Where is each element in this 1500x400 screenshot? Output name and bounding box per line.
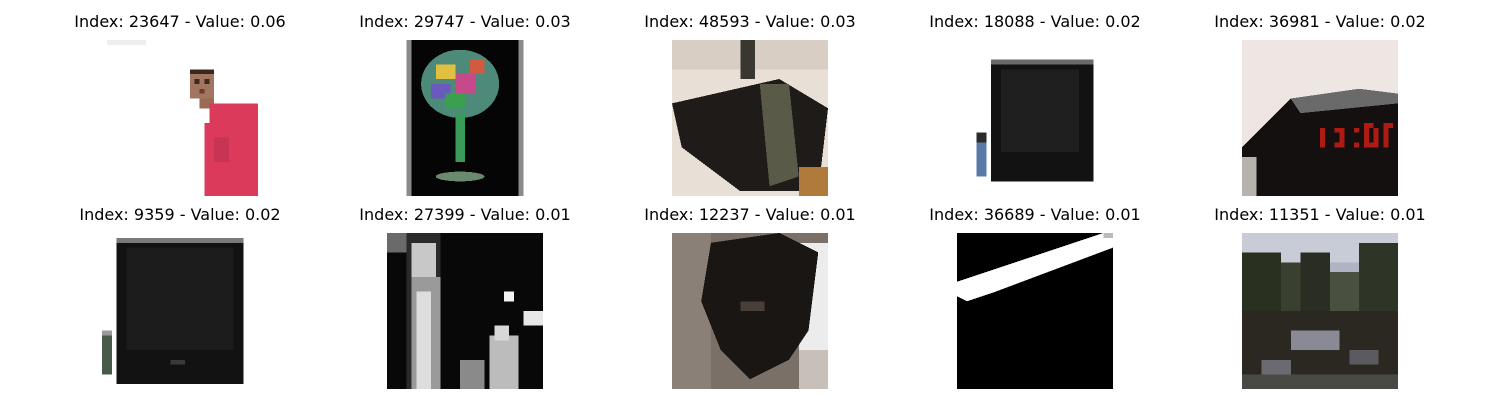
panel-image — [102, 40, 258, 196]
panel-image — [957, 40, 1113, 196]
image-panel: Index: 11351 - Value: 0.01 — [1200, 205, 1440, 395]
panel-image — [387, 233, 543, 389]
panel-title: Index: 29747 - Value: 0.03 — [359, 12, 571, 31]
image-panel: Index: 36689 - Value: 0.01 — [915, 205, 1155, 395]
panel-title: Index: 27399 - Value: 0.01 — [359, 205, 571, 224]
panel-image — [672, 40, 828, 196]
panel-image — [102, 233, 258, 389]
image-panel: Index: 29747 - Value: 0.03 — [345, 12, 585, 202]
panel-title: Index: 48593 - Value: 0.03 — [644, 12, 856, 31]
panel-image — [1242, 233, 1398, 389]
panel-title: Index: 12237 - Value: 0.01 — [644, 205, 856, 224]
panel-title: Index: 11351 - Value: 0.01 — [1214, 205, 1426, 224]
panel-title: Index: 23647 - Value: 0.06 — [74, 12, 286, 31]
image-panel: Index: 18088 - Value: 0.02 — [915, 12, 1155, 202]
panel-title: Index: 36689 - Value: 0.01 — [929, 205, 1141, 224]
image-panel: Index: 12237 - Value: 0.01 — [630, 205, 870, 395]
panel-image — [672, 233, 828, 389]
panel-image — [1242, 40, 1398, 196]
panel-title: Index: 36981 - Value: 0.02 — [1214, 12, 1426, 31]
image-panel: Index: 36981 - Value: 0.02 — [1200, 12, 1440, 202]
panel-title: Index: 9359 - Value: 0.02 — [79, 205, 281, 224]
image-panel: Index: 48593 - Value: 0.03 — [630, 12, 870, 202]
image-panel: Index: 23647 - Value: 0.06 — [60, 12, 300, 202]
image-panel: Index: 27399 - Value: 0.01 — [345, 205, 585, 395]
panel-title: Index: 18088 - Value: 0.02 — [929, 12, 1141, 31]
image-panel: Index: 9359 - Value: 0.02 — [60, 205, 300, 395]
panel-image — [387, 40, 543, 196]
panel-image — [957, 233, 1113, 389]
